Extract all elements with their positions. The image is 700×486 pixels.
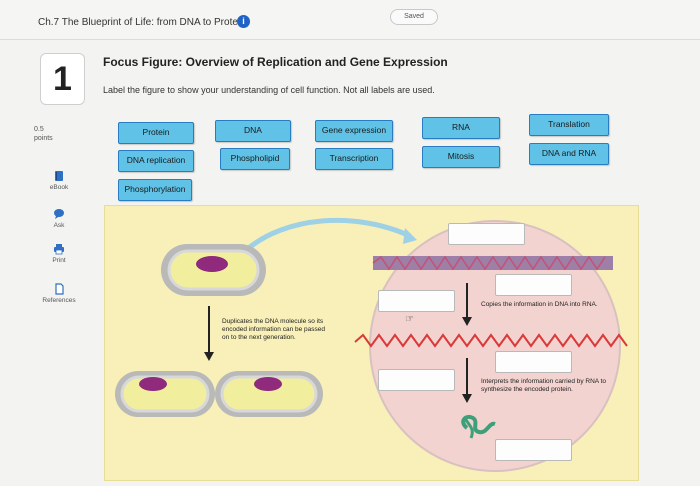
- drop-target-1[interactable]: [448, 223, 525, 245]
- ebook-label: eBook: [49, 184, 69, 191]
- daughter-cell-left: [115, 371, 215, 417]
- ask-label: Ask: [53, 222, 65, 229]
- printer-icon: [54, 244, 64, 255]
- question-instructions: Label the figure to show your understand…: [103, 85, 435, 95]
- drop-target-4[interactable]: [495, 274, 572, 296]
- references-tool[interactable]: References: [34, 283, 84, 304]
- label-translation[interactable]: Translation: [529, 114, 609, 136]
- book-icon: [55, 171, 63, 181]
- question-heading: Focus Figure: Overview of Replication an…: [103, 55, 448, 69]
- gene-expression-circle: [354, 220, 628, 472]
- label-transcription[interactable]: Transcription: [315, 148, 393, 170]
- rna-strand: [354, 333, 628, 348]
- print-tool[interactable]: Print: [34, 243, 84, 264]
- drop-target-5[interactable]: [495, 351, 572, 373]
- label-rna[interactable]: RNA: [422, 117, 500, 139]
- points-value: 0.5: [34, 126, 44, 133]
- label-dna[interactable]: DNA: [215, 120, 291, 142]
- transcription-description: Copies the information in DNA into RNA.: [481, 301, 598, 308]
- question-number: 1: [40, 53, 85, 105]
- curved-arrow-head: [403, 228, 417, 244]
- label-phosphorylation[interactable]: Phosphorylation: [118, 179, 192, 201]
- label-mitosis[interactable]: Mitosis: [422, 146, 500, 168]
- print-label: Print: [52, 257, 66, 264]
- ask-tool[interactable]: Ask: [34, 208, 84, 229]
- drop-target-3[interactable]: [378, 369, 455, 391]
- info-icon[interactable]: i: [237, 15, 250, 28]
- references-label: References: [42, 297, 76, 304]
- top-bar: Ch.7 The Blueprint of Life: from DNA to …: [0, 0, 700, 40]
- hand-cursor-icon: ☞: [405, 314, 414, 325]
- label-phospholipid[interactable]: Phospholipid: [220, 148, 290, 170]
- label-dna-replication[interactable]: DNA replication: [118, 150, 194, 172]
- points-info: 0.5 points: [34, 125, 53, 143]
- label-protein[interactable]: Protein: [118, 122, 194, 144]
- label-gene-expression[interactable]: Gene expression: [315, 120, 393, 142]
- ebook-tool[interactable]: eBook: [34, 170, 84, 191]
- saved-status: Saved: [390, 9, 438, 25]
- document-icon: [55, 283, 64, 295]
- label-dna-and-rna[interactable]: DNA and RNA: [529, 143, 609, 165]
- drop-target-6[interactable]: [495, 439, 572, 461]
- translation-description: Interprets the information carried by RN…: [481, 378, 607, 393]
- chapter-title: Ch.7 The Blueprint of Life: from DNA to …: [38, 17, 246, 28]
- chat-bubble-icon: [54, 209, 64, 219]
- replication-description: Duplicates the DNA molecule so its encod…: [222, 318, 325, 341]
- parent-cell: [161, 244, 266, 296]
- dna-strand: [373, 256, 613, 270]
- curved-arrow: [243, 217, 412, 253]
- figure-panel: Duplicates the DNA molecule so its encod…: [104, 205, 639, 481]
- points-label: points: [34, 135, 53, 142]
- drop-target-2[interactable]: [378, 290, 455, 312]
- daughter-cell-right: [215, 371, 323, 417]
